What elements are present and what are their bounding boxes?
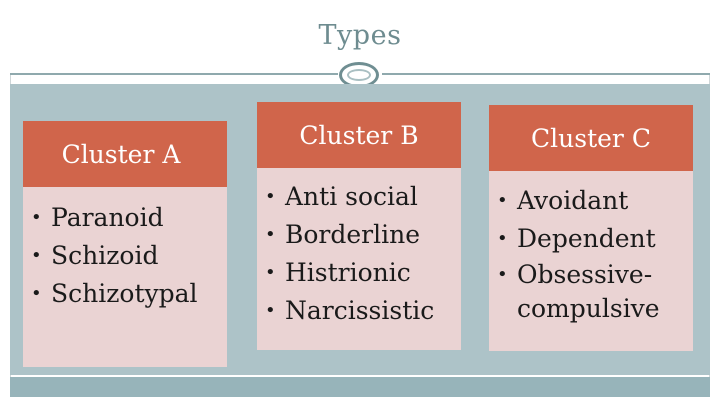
- oval-ring-inner-icon: [347, 69, 371, 81]
- list-item-label: Borderline: [285, 220, 421, 249]
- list-item-label: Dependent: [517, 224, 656, 253]
- bullet-icon: •: [497, 228, 508, 249]
- list-item: • Avoidant: [489, 182, 693, 220]
- bullet-icon: •: [31, 283, 42, 304]
- list-item-label: Obsessive-compulsive: [517, 260, 660, 323]
- bullet-icon: •: [265, 300, 276, 321]
- list-item: • Narcissistic: [257, 292, 461, 330]
- list-item: • Anti social: [257, 178, 461, 216]
- slide-title: Types: [318, 20, 402, 51]
- bullet-icon: •: [31, 207, 42, 228]
- title-divider-left: [10, 73, 338, 75]
- bullet-icon: •: [31, 245, 42, 266]
- cluster-a-heading: Cluster A: [23, 121, 227, 187]
- list-item: • Schizotypal: [23, 275, 227, 313]
- list-item-label: Schizoid: [51, 241, 159, 270]
- list-item-label: Anti social: [285, 182, 418, 211]
- list-item: • Paranoid: [23, 199, 227, 237]
- list-item: • Borderline: [257, 216, 461, 254]
- list-item: • Dependent: [489, 220, 693, 258]
- bullet-icon: •: [265, 262, 276, 283]
- bullet-icon: •: [497, 190, 508, 211]
- list-item: • Histrionic: [257, 254, 461, 292]
- list-item-label: Avoidant: [517, 186, 629, 215]
- cluster-a-list: • Paranoid • Schizoid • Schizotypal: [23, 187, 227, 367]
- cluster-c-heading: Cluster C: [489, 105, 693, 171]
- bullet-icon: •: [265, 186, 276, 207]
- bullet-icon: •: [265, 224, 276, 245]
- list-item: • Schizoid: [23, 237, 227, 275]
- cluster-b-list: • Anti social • Borderline • Histrionic • Na…: [257, 168, 461, 350]
- title-divider-right: [382, 73, 710, 75]
- list-item-label: Paranoid: [51, 203, 164, 232]
- list-item-label: Histrionic: [285, 258, 411, 287]
- bottom-band: [10, 377, 710, 397]
- list-item-label: Narcissistic: [285, 296, 435, 325]
- list-item-label: Schizotypal: [51, 279, 198, 308]
- cluster-c-list: • Avoidant • Dependent • Obsessive-compulsi…: [489, 171, 693, 351]
- cluster-b-heading: Cluster B: [257, 102, 461, 168]
- list-item: • Obsessive-compulsive: [489, 258, 693, 326]
- bullet-icon: •: [497, 264, 508, 285]
